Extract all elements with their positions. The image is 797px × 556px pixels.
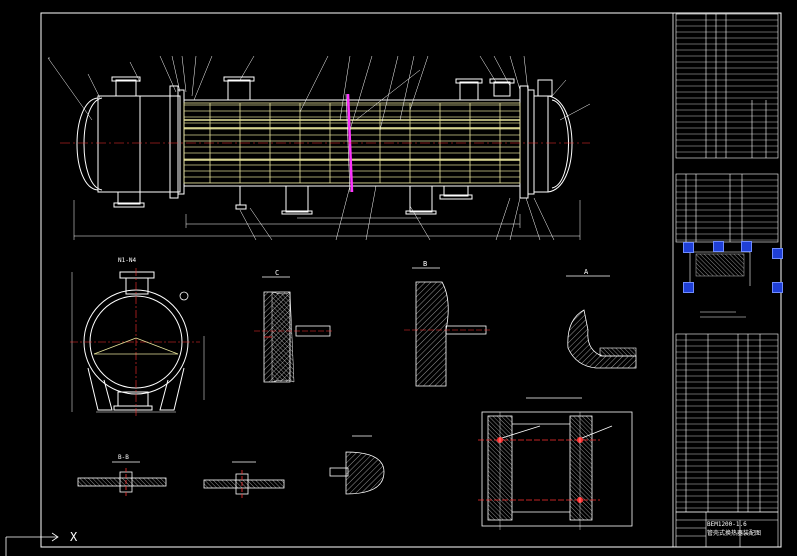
drawing-title: BEM1200-1.6 <box>707 521 747 528</box>
baffle-assembly-detail <box>478 397 633 530</box>
section-b-label: B <box>423 260 428 268</box>
ucs-icon <box>5 532 59 556</box>
grip-handle[interactable] <box>772 248 783 259</box>
detail-bolt-1 <box>77 461 167 496</box>
nozzle-table <box>675 173 779 243</box>
section-b-detail <box>404 267 492 387</box>
support-detail-label: B-B <box>118 454 129 461</box>
end-view-tubesheet-chords <box>93 337 179 355</box>
tube-layout-detail <box>689 251 751 286</box>
grip-handle[interactable] <box>683 242 694 253</box>
section-a-label: A <box>584 268 589 276</box>
technical-requirements-header <box>700 311 746 318</box>
section-c-label: C <box>275 269 280 277</box>
ucs-x-label: X <box>70 530 78 544</box>
drawing-border <box>40 12 782 548</box>
grip-handle[interactable] <box>713 241 724 252</box>
nozzle-table-rows <box>676 179 778 241</box>
section-a-detail <box>566 275 637 369</box>
grip-handle[interactable] <box>741 241 752 252</box>
grip-handle[interactable] <box>772 282 783 293</box>
title-block <box>675 511 779 548</box>
leader-lines <box>47 55 591 241</box>
technical-table-rows <box>676 19 778 153</box>
drawing-subtitle: 管壳式换热器装配图 <box>707 530 762 537</box>
nozzle-detail-label: N1-N4 <box>118 257 137 264</box>
grip-handle[interactable] <box>683 282 694 293</box>
detail-saddle-section <box>329 435 385 495</box>
detail-bolt-2 <box>203 461 285 498</box>
parts-list-rows <box>676 339 778 509</box>
end-view-nozzle-dot <box>179 291 189 301</box>
dimension-lines <box>73 200 581 240</box>
parts-list-table <box>675 333 779 513</box>
tube-bundle <box>183 69 521 193</box>
end-view-centerlines <box>70 268 200 416</box>
section-c-detail <box>254 276 334 383</box>
